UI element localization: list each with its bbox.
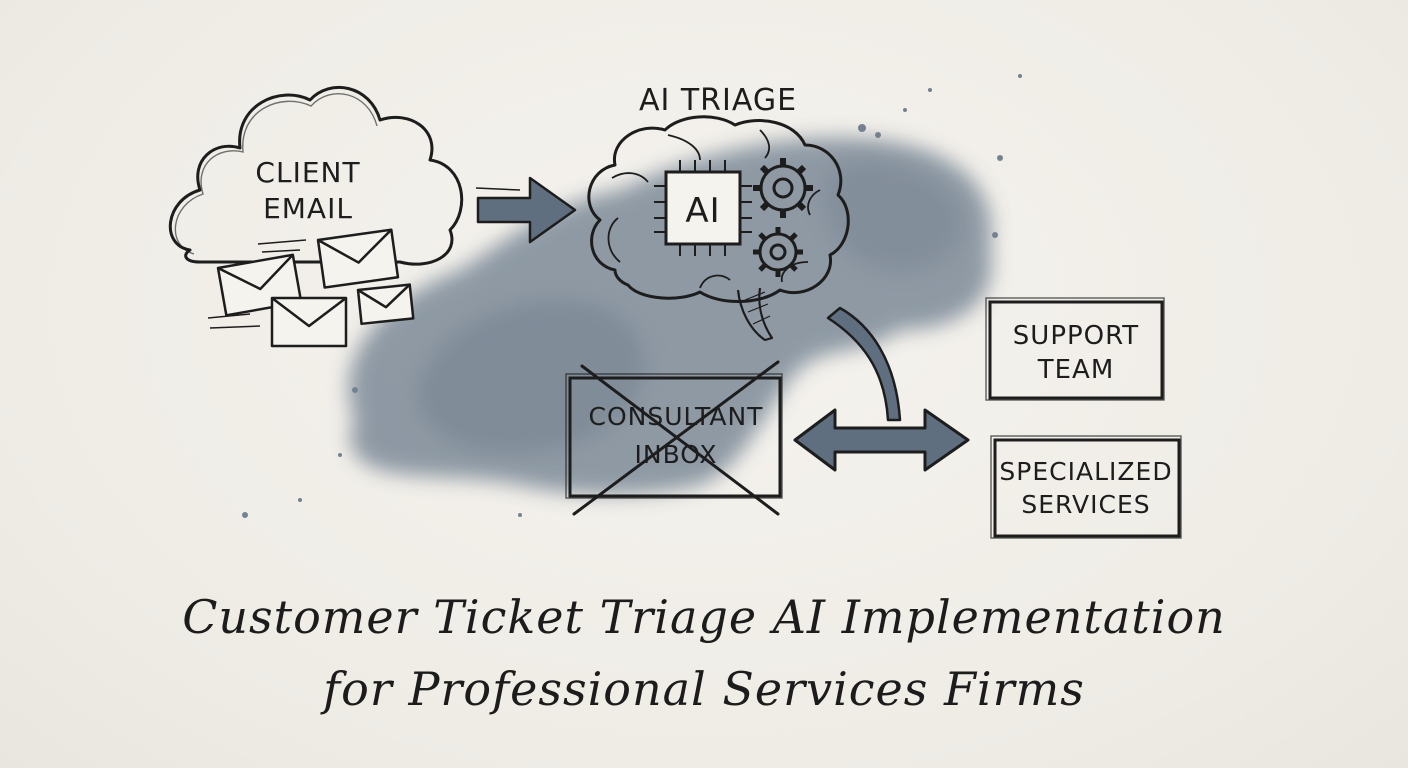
support-team-node: SUPPORT TEAM (985, 297, 1165, 401)
specialized-services-node: SPECIALIZED SERVICES (990, 435, 1182, 539)
client-email-line2: EMAIL (263, 192, 353, 225)
consultant-inbox-node: CONSULTANT INBOX (565, 360, 783, 516)
cloud-icon (168, 85, 464, 266)
envelope-icon (216, 228, 415, 348)
caption-line1: Customer Ticket Triage AI Implementation (182, 590, 1226, 644)
specialized-services-line2: SERVICES (1021, 490, 1150, 519)
specialized-services-line1: SPECIALIZED (999, 457, 1172, 486)
motion-lines (207, 239, 307, 329)
consultant-inbox-line2: INBOX (635, 440, 718, 469)
ai-triage-title: AI TRIAGE (639, 83, 797, 118)
cross-out-mark (572, 360, 780, 516)
chip-icon: AI (654, 160, 752, 256)
consultant-inbox-line1: CONSULTANT (589, 402, 764, 431)
brain-icon (587, 115, 850, 342)
watercolor-wash (242, 74, 1022, 518)
client-email-node: CLIENT EMAIL (168, 85, 464, 266)
client-email-line1: CLIENT (255, 156, 360, 189)
double-arrow-icon (793, 408, 970, 472)
arrow-icon (475, 176, 577, 244)
gear-icon (753, 158, 813, 277)
support-team-line2: TEAM (1037, 355, 1115, 385)
support-team-line1: SUPPORT (1013, 321, 1139, 351)
caption-line2: for Professional Services Firms (323, 662, 1085, 716)
curved-arrow-icon (826, 306, 902, 422)
ai-chip-label: AI (685, 191, 720, 231)
